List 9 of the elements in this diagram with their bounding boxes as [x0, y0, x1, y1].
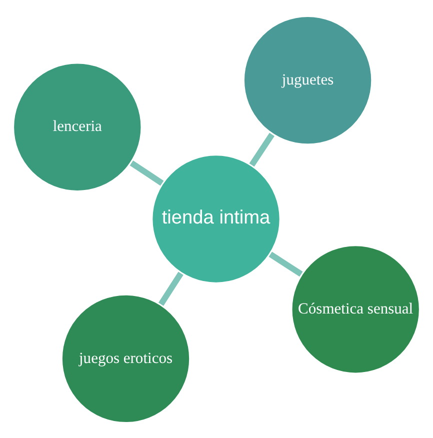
node-circle: Cósmetica sensual: [290, 243, 422, 375]
connector: [130, 160, 164, 186]
node-circle: juegos eroticos: [60, 292, 192, 424]
connector: [249, 132, 274, 166]
connector: [268, 251, 303, 276]
node-circle: tienda intima: [150, 152, 282, 284]
node-circle: lenceria: [12, 60, 144, 192]
connector: [158, 271, 184, 306]
node-circle: juguetes: [242, 14, 374, 146]
